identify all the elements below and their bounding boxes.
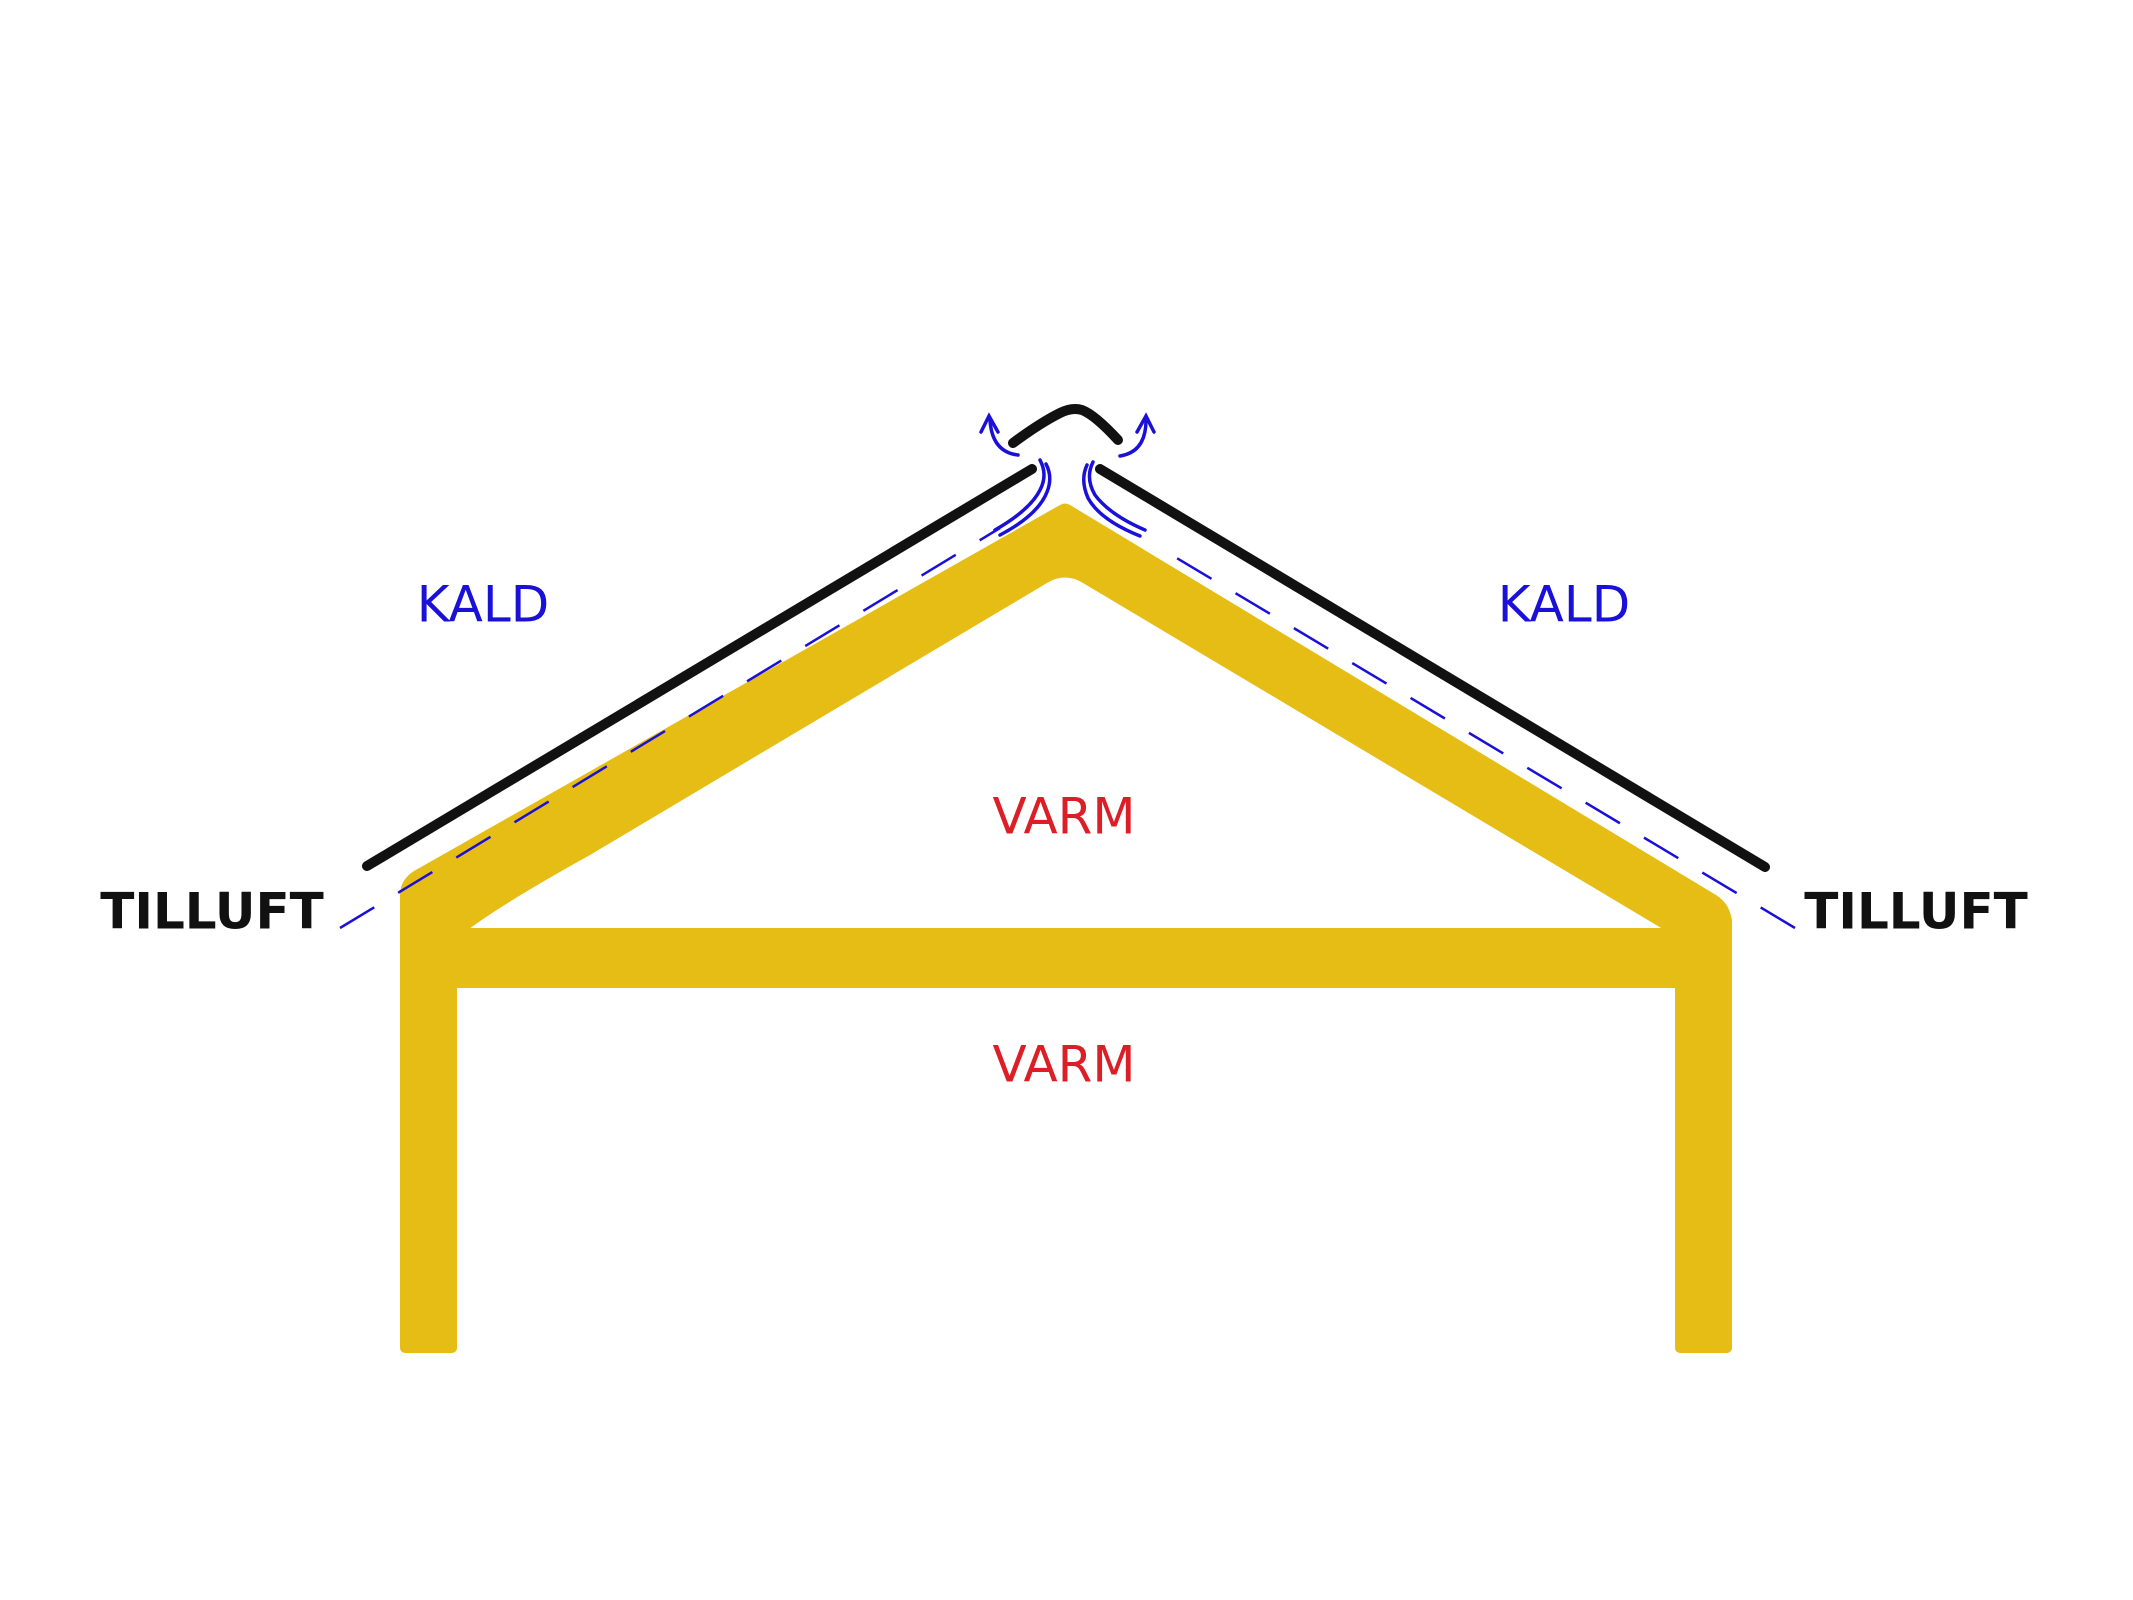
airflow-ventilation-gap <box>339 526 1796 930</box>
airflow-curve-right-inner <box>1082 463 1142 538</box>
label-warm-attic: VARM <box>992 788 1135 846</box>
exhaust-arrow-left <box>979 412 1000 434</box>
label-cold-left: KALD <box>417 576 549 634</box>
label-cold-right: KALD <box>1498 576 1630 634</box>
right-wall <box>1675 915 1732 1353</box>
exhaust-curve-right <box>1118 418 1148 458</box>
exhaust-curve-left <box>988 418 1020 457</box>
airflow-curve-left <box>993 458 1046 532</box>
roof-covering <box>362 404 1770 872</box>
left-wall <box>400 915 457 1353</box>
ridge-airflow <box>979 412 1156 538</box>
house-insulation <box>400 503 1732 1353</box>
roof-sheet-right <box>1095 464 1770 872</box>
label-inlet-left: TILLUFT <box>100 883 324 941</box>
airflow-curve-left-inner <box>998 462 1052 537</box>
airflow-curve-right <box>1087 460 1147 532</box>
ceiling-beam <box>400 928 1732 988</box>
airflow-dashed-right <box>1159 546 1796 930</box>
airflow-dashed-left <box>339 526 1001 930</box>
label-warm-room: VARM <box>992 1036 1135 1094</box>
roof-sheet-left <box>362 464 1037 871</box>
label-inlet-right: TILLUFT <box>1804 883 2028 941</box>
ridge-cap <box>1008 404 1123 448</box>
exhaust-arrow-right <box>1135 412 1156 434</box>
